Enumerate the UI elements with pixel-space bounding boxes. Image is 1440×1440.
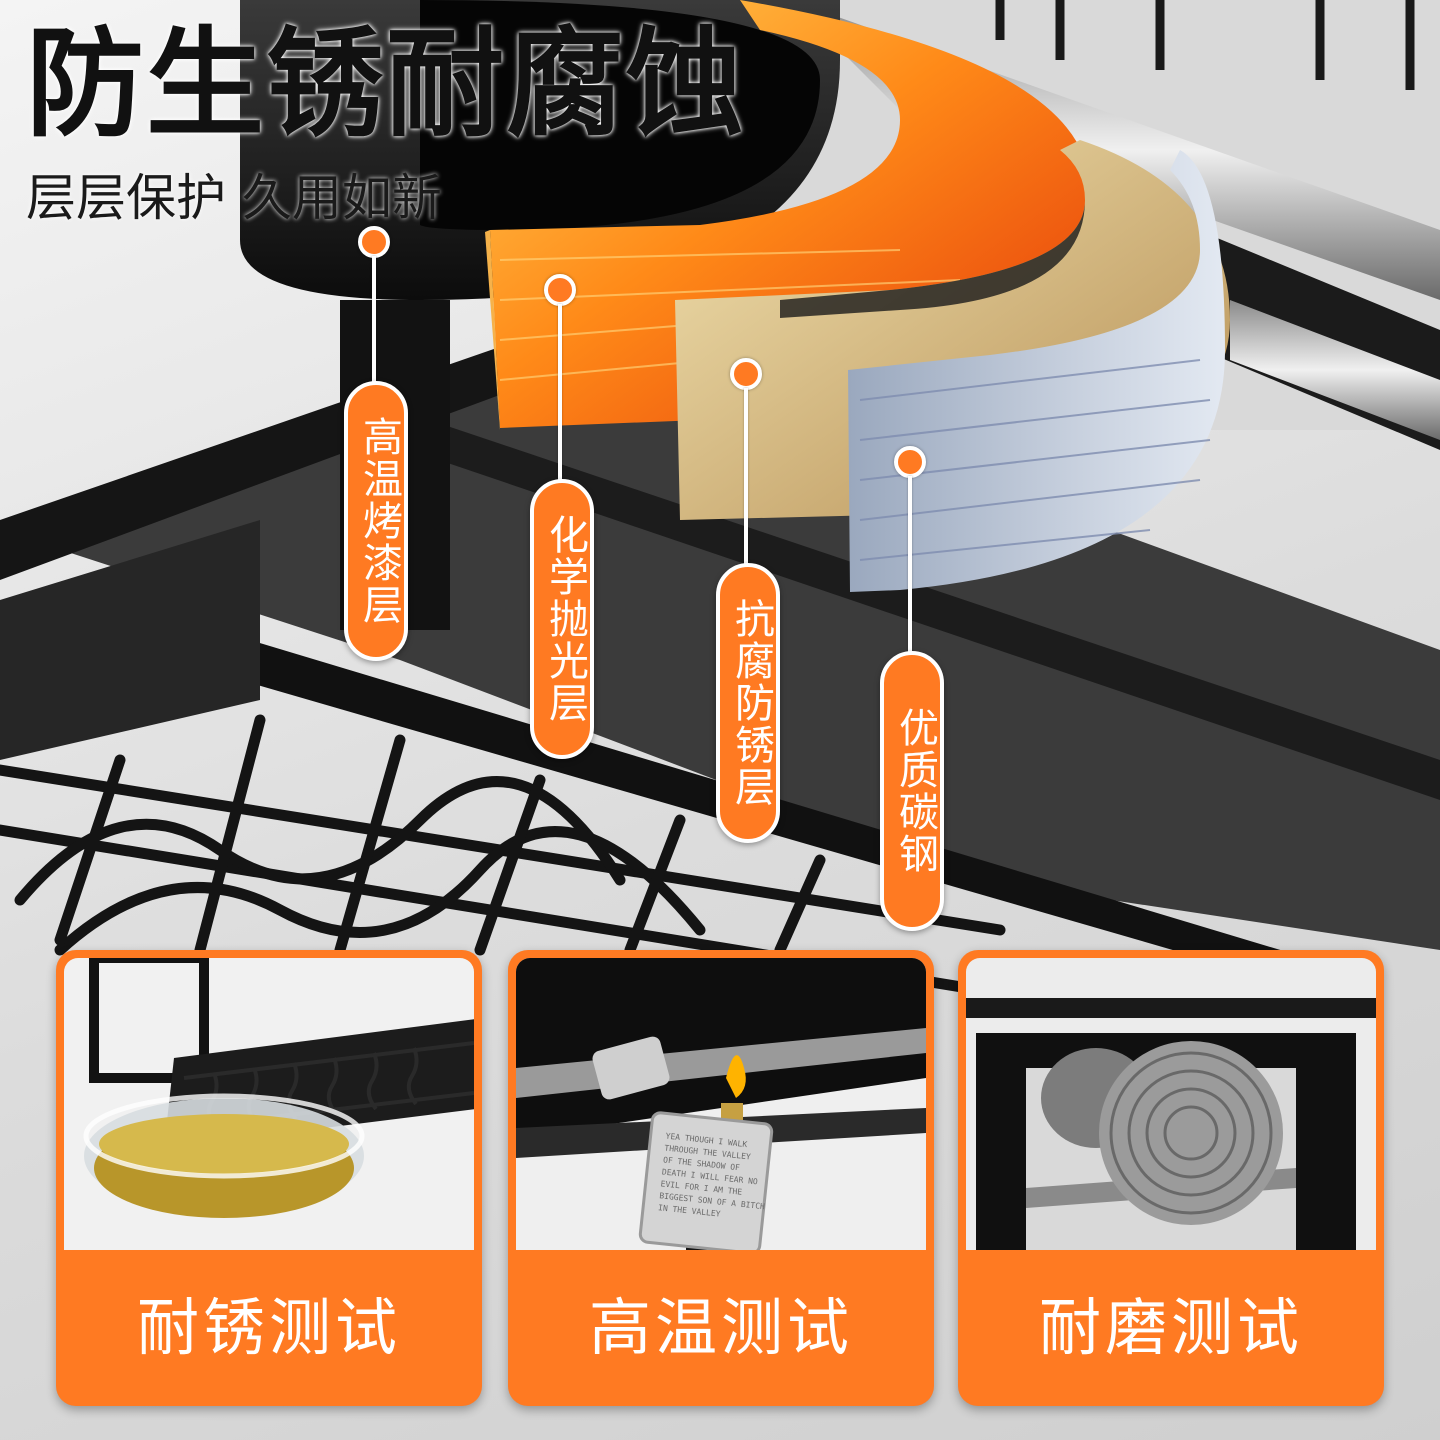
layer-callout-anti-rust: 抗腐防锈层 (716, 358, 780, 848)
callout-line (558, 304, 562, 484)
layer-callout-chemical-polish: 化学抛光层 (530, 274, 594, 764)
layer-label: 高温烤漆层 (344, 381, 408, 661)
page-title: 防生锈耐腐蚀 (26, 15, 747, 153)
callout-line (908, 476, 912, 656)
layer-label: 抗腐防锈层 (716, 563, 780, 843)
test-card-rust: 耐锈测试 (56, 950, 482, 1406)
layer-callout-baking-paint: 高温烤漆层 (344, 226, 408, 661)
rust-test-photo (64, 958, 474, 1250)
abrasion-test-photo (966, 958, 1376, 1250)
layer-label: 化学抛光层 (530, 479, 594, 759)
callout-dot (544, 274, 576, 306)
callout-dot (358, 226, 390, 258)
test-label: 耐锈测试 (136, 1291, 401, 1364)
heat-test-photo: YEA THOUGH I WALK THROUGH THE VALLEY OF … (516, 958, 926, 1250)
layer-callout-carbon-steel: 优质碳钢 (880, 446, 944, 936)
layer-label: 优质碳钢 (880, 651, 944, 931)
callout-line (372, 256, 376, 386)
test-label: 耐磨测试 (1038, 1291, 1303, 1364)
test-card-abrasion: 耐磨测试 (958, 950, 1384, 1406)
callout-dot (894, 446, 926, 478)
test-card-heat: YEA THOUGH I WALK THROUGH THE VALLEY OF … (508, 950, 934, 1406)
page-subtitle: 层层保护 久用如新 (26, 169, 442, 227)
callout-dot (730, 358, 762, 390)
callout-line (744, 388, 748, 568)
test-label: 高温测试 (588, 1291, 853, 1364)
